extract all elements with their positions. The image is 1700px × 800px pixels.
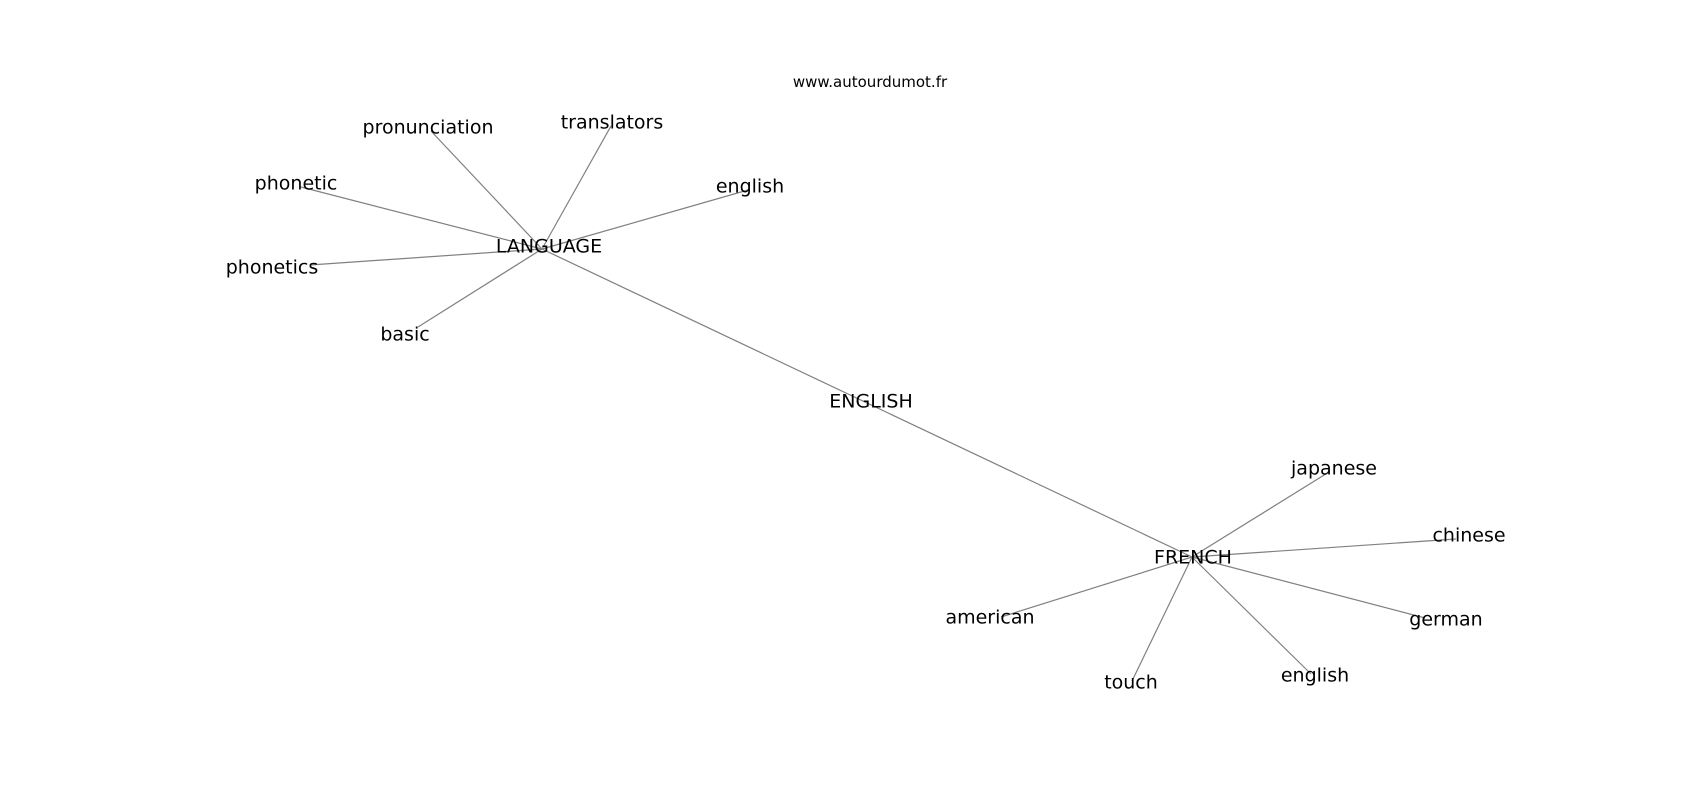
node-german[interactable]: german <box>1409 608 1483 631</box>
node-touch[interactable]: touch <box>1104 671 1158 694</box>
node-phonetics[interactable]: phonetics <box>225 256 319 279</box>
node-chinese[interactable]: chinese <box>1432 524 1506 547</box>
edge-language-french <box>541 248 1193 558</box>
edge-language-english_lang <box>541 189 749 250</box>
edge-french-chinese <box>1191 538 1457 558</box>
node-translators[interactable]: translators <box>560 111 664 134</box>
edge-french-english_french <box>1191 556 1312 675</box>
node-pronunciation[interactable]: pronunciation <box>362 116 494 139</box>
node-language[interactable]: LANGUAGE <box>495 235 603 258</box>
node-english-center[interactable]: ENGLISH <box>829 390 913 413</box>
node-american[interactable]: american <box>945 606 1035 629</box>
edge-french-american <box>1000 556 1193 618</box>
source-url[interactable]: www.autourdumot.fr <box>792 73 948 91</box>
edge-french-touch <box>1131 556 1193 682</box>
edge-french-german <box>1191 556 1426 619</box>
node-japanese[interactable]: japanese <box>1291 457 1377 480</box>
node-french[interactable]: FRENCH <box>1154 546 1232 569</box>
edge-language-translators <box>541 125 612 250</box>
edge-french-japanese <box>1191 471 1330 558</box>
node-english-language-branch[interactable]: english <box>715 175 785 198</box>
node-english-french-branch[interactable]: english <box>1280 664 1350 687</box>
edge-language-phonetics <box>309 248 543 266</box>
edge-language-pronunciation <box>430 130 543 250</box>
edge-language-phonetic <box>300 186 543 250</box>
node-basic[interactable]: basic <box>380 323 430 346</box>
node-phonetic[interactable]: phonetic <box>254 172 338 195</box>
edge-language-basic <box>417 248 543 328</box>
